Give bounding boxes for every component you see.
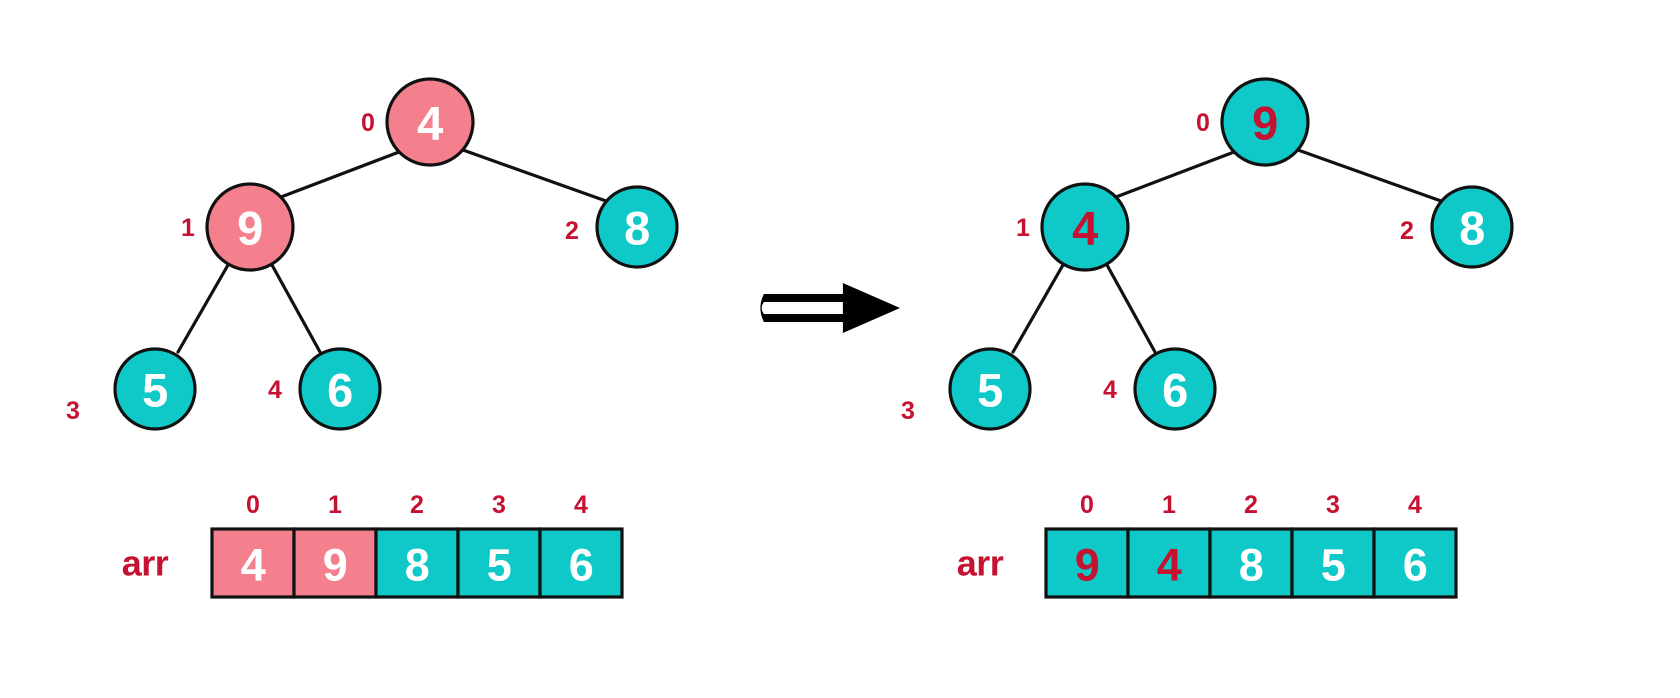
array-cell-value-1: 9: [323, 540, 348, 591]
node-index-label-4: 4: [268, 376, 282, 404]
array-cell-rect-4[interactable]: [538, 527, 624, 599]
left-tree-node-1[interactable]: 91: [181, 182, 295, 272]
left-tree-node-4[interactable]: 64: [268, 347, 382, 431]
left-array-cell-1[interactable]: 91: [292, 491, 378, 599]
right-tree-node-0[interactable]: 90: [1196, 77, 1310, 167]
node-value-3: 5: [977, 364, 1003, 417]
right-tree-node-3[interactable]: 53: [901, 347, 1032, 431]
right-array-cell-4[interactable]: 64: [1372, 491, 1458, 599]
node-index-label-1: 1: [1016, 214, 1030, 242]
right-tree-node-1[interactable]: 41: [1016, 182, 1130, 272]
node-index-label-0: 0: [361, 109, 375, 137]
double-right-arrow-icon: [760, 283, 900, 333]
left-tree-node-0[interactable]: 40: [361, 77, 475, 167]
array-index-label-3: 3: [1326, 491, 1340, 519]
left-array-cell-0[interactable]: 40: [210, 491, 296, 599]
node-index-label-3: 3: [66, 397, 80, 425]
array-cell-value-3: 5: [1321, 540, 1346, 591]
array-index-label-4: 4: [574, 491, 588, 519]
node-circle-0[interactable]: [1220, 77, 1310, 167]
node-value-2: 8: [624, 202, 650, 255]
node-circle-2[interactable]: [595, 185, 679, 269]
array-cell-rect-2[interactable]: [1208, 527, 1294, 599]
left-tree-edges: [176, 148, 608, 354]
node-index-label-0: 0: [1196, 109, 1210, 137]
right-array-cell-2[interactable]: 82: [1208, 491, 1294, 599]
left-tree-node-2[interactable]: 82: [565, 185, 679, 269]
node-circle-0[interactable]: [385, 77, 475, 167]
node-circle-4[interactable]: [1133, 347, 1217, 431]
array-index-label-2: 2: [1244, 491, 1258, 519]
array-index-label-0: 0: [1080, 491, 1094, 519]
arrow-shaft-cap: [760, 294, 764, 322]
node-index-label-1: 1: [181, 214, 195, 242]
right-tree-node-2[interactable]: 82: [1400, 185, 1514, 269]
array-index-label-2: 2: [410, 491, 424, 519]
tree-edge-0-1: [1114, 150, 1236, 199]
left-array-cell-3[interactable]: 53: [456, 491, 542, 599]
node-circle-1[interactable]: [1040, 182, 1130, 272]
array-cell-rect-2[interactable]: [374, 527, 460, 599]
node-index-label-2: 2: [565, 217, 579, 245]
left-tree-node-3[interactable]: 53: [66, 347, 197, 431]
left-array-cell-2[interactable]: 82: [374, 491, 460, 599]
tree-edge-1-4: [270, 263, 322, 354]
tree-edge-0-1: [279, 150, 401, 199]
array-cell-value-4: 6: [569, 540, 594, 591]
right-array-cell-0[interactable]: 90: [1044, 491, 1130, 599]
array-index-label-0: 0: [246, 491, 260, 519]
node-value-0: 9: [1252, 97, 1278, 150]
array-index-label-3: 3: [492, 491, 506, 519]
array-cell-value-2: 8: [405, 540, 430, 591]
node-value-4: 6: [1162, 364, 1188, 417]
array-cell-value-1: 4: [1157, 540, 1182, 591]
right-array-cell-3[interactable]: 53: [1290, 491, 1376, 599]
tree-edge-1-3: [1011, 263, 1065, 354]
array-index-label-4: 4: [1408, 491, 1422, 519]
right-tree-node-4[interactable]: 64: [1103, 347, 1217, 431]
node-value-1: 4: [1072, 202, 1098, 255]
node-value-1: 9: [237, 202, 263, 255]
array-cell-rect-4[interactable]: [1372, 527, 1458, 599]
node-index-label-4: 4: [1103, 376, 1117, 404]
node-index-label-2: 2: [1400, 217, 1414, 245]
arrow-shaft: [763, 294, 845, 322]
node-circle-2[interactable]: [1430, 185, 1514, 269]
node-circle-3[interactable]: [113, 347, 197, 431]
array-cell-value-0: 9: [1075, 540, 1100, 591]
tree-edge-0-2: [1296, 148, 1443, 203]
node-index-label-3: 3: [901, 397, 915, 425]
array-index-label-1: 1: [328, 491, 342, 519]
node-value-2: 8: [1459, 202, 1485, 255]
array-cell-rect-1[interactable]: [1126, 527, 1212, 599]
tree-edge-0-2: [461, 148, 608, 203]
array-cell-rect-3[interactable]: [1290, 527, 1376, 599]
node-circle-4[interactable]: [298, 347, 382, 431]
array-cell-value-4: 6: [1403, 540, 1428, 591]
array-cell-value-0: 4: [241, 540, 266, 591]
left-array-name-label: arr: [122, 543, 169, 584]
node-value-0: 4: [417, 97, 443, 150]
tree-edge-1-3: [176, 263, 230, 354]
array-cell-value-2: 8: [1239, 540, 1264, 591]
node-value-3: 5: [142, 364, 168, 417]
array-cell-rect-0[interactable]: [210, 527, 296, 599]
left-array-cell-4[interactable]: 64: [538, 491, 624, 599]
array-cell-rect-1[interactable]: [292, 527, 378, 599]
array-cell-value-3: 5: [487, 540, 512, 591]
node-value-4: 6: [327, 364, 353, 417]
node-circle-3[interactable]: [948, 347, 1032, 431]
node-circle-1[interactable]: [205, 182, 295, 272]
arrow-head: [842, 283, 900, 333]
right-tree-edges: [1011, 148, 1443, 354]
tree-edge-1-4: [1105, 263, 1157, 354]
right-array-cell-1[interactable]: 41: [1126, 491, 1212, 599]
right-array-name-label: arr: [957, 543, 1004, 584]
array-index-label-1: 1: [1162, 491, 1176, 519]
